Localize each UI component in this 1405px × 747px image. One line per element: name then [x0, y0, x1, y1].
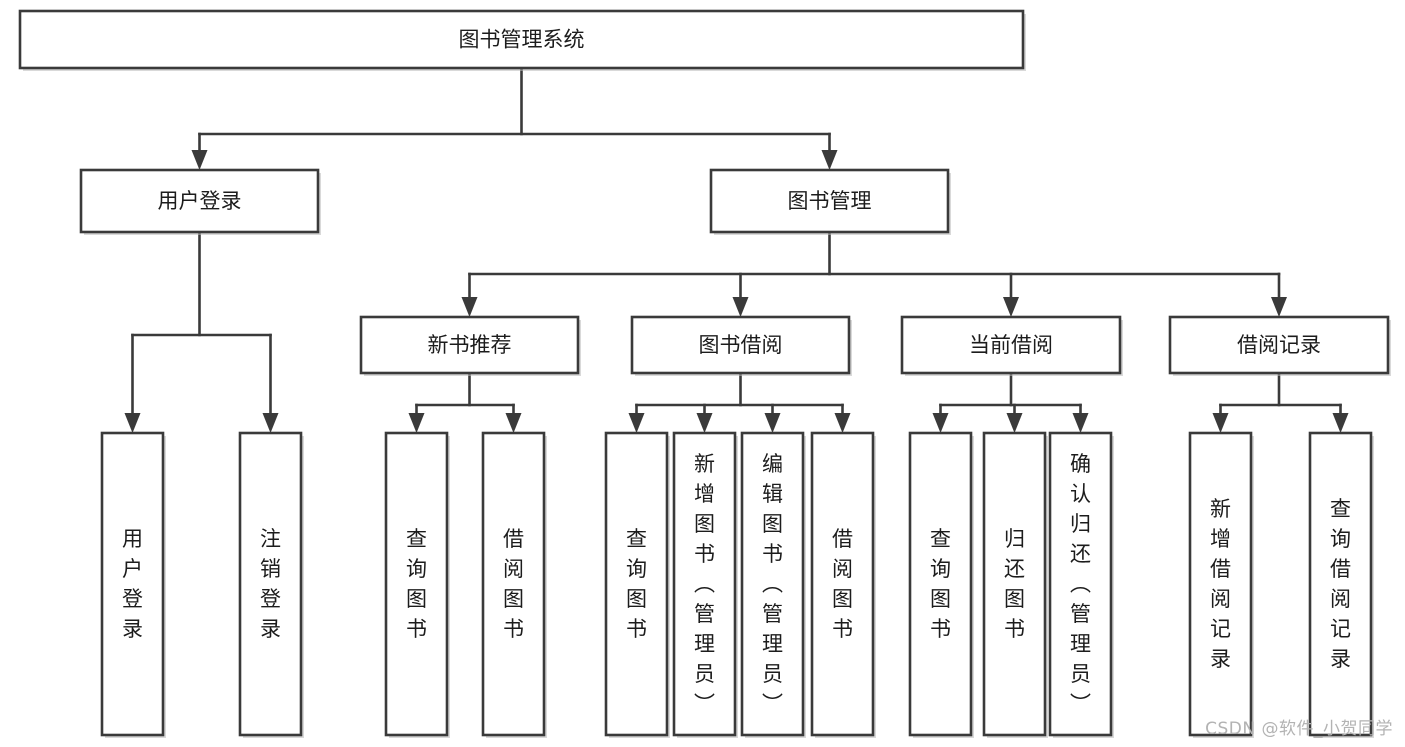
node-leaf-logout-login[interactable] [238, 431, 303, 737]
arrow-head-icon-book-manage-2 [1003, 297, 1019, 317]
node-book-borrow-label: 图书借阅 [699, 333, 783, 357]
arrow-head-icon-current-borrow-0 [932, 413, 949, 433]
arrow-head-icon-book-borrow-1 [696, 413, 713, 433]
node-leaf-query-book-2-label: 查询图书 [626, 527, 647, 641]
node-root-system[interactable] [18, 9, 1025, 70]
node-leaf-query-record-label: 查询借阅记录 [1330, 497, 1351, 671]
node-leaf-user-login-label: 用户登录 [122, 527, 143, 641]
node-leaf-query-book-1[interactable] [384, 431, 449, 737]
arrow-head-icon-root-1 [821, 150, 838, 170]
node-leaf-query-book-2[interactable] [604, 431, 669, 737]
arrow-head-icon-new-book-recommend-1 [505, 413, 522, 433]
arrow-head-icon-book-manage-3 [1271, 297, 1287, 317]
arrow-head-icon-borrow-record-0 [1212, 413, 1229, 433]
node-leaf-add-book[interactable] [672, 431, 737, 737]
arrow-head-icon-current-borrow-2 [1072, 413, 1089, 433]
node-root-system-label: 图书管理系统 [459, 28, 585, 52]
connector-layer [124, 66, 1349, 433]
node-leaf-borrow-book-2[interactable] [810, 431, 875, 737]
node-book-manage-label: 图书管理 [788, 189, 872, 213]
watermark-label: CSDN @软件_小贺同学 [1205, 719, 1393, 739]
node-leaf-add-record[interactable] [1188, 431, 1253, 737]
arrow-head-icon-book-manage-1 [732, 297, 749, 317]
arrow-head-icon-root-0 [191, 150, 208, 170]
arrow-head-icon-book-borrow-0 [628, 413, 645, 433]
node-leaf-edit-book-label: 编辑图书︵管理员︶ [762, 452, 783, 716]
node-leaf-return-book-label: 归还图书 [1004, 527, 1025, 641]
node-leaf-user-login[interactable] [100, 431, 165, 737]
arrow-head-icon-book-borrow-3 [834, 413, 851, 433]
node-current-borrow-label: 当前借阅 [969, 333, 1053, 357]
node-new-book-recommend-label: 新书推荐 [428, 333, 512, 357]
node-leaf-borrow-book-2-label: 借阅图书 [832, 527, 853, 641]
node-leaf-query-record[interactable] [1308, 431, 1373, 737]
node-leaf-return-book[interactable] [982, 431, 1047, 737]
node-borrow-record[interactable] [1168, 315, 1390, 375]
node-current-borrow[interactable] [900, 315, 1122, 375]
node-leaf-confirm-return[interactable] [1048, 431, 1113, 737]
node-book-borrow[interactable] [630, 315, 851, 375]
node-leaf-logout-login-label: 注销登录 [260, 527, 281, 641]
node-leaf-add-record-label: 新增借阅记录 [1210, 497, 1231, 671]
arrow-head-icon-user-login-0 [124, 413, 141, 433]
node-leaf-query-book-3[interactable] [908, 431, 973, 737]
node-leaf-add-book-label: 新增图书︵管理员︶ [694, 452, 715, 716]
node-user-login-label: 用户登录 [158, 189, 242, 213]
arrow-head-icon-user-login-1 [262, 413, 279, 433]
node-leaf-borrow-book-1-label: 借阅图书 [503, 527, 524, 641]
arrow-head-icon-new-book-recommend-0 [408, 413, 425, 433]
node-user-login[interactable] [79, 168, 320, 234]
arrow-head-icon-current-borrow-1 [1006, 413, 1023, 433]
arrow-head-icon-book-borrow-2 [764, 413, 781, 433]
node-leaf-query-book-1-label: 查询图书 [406, 527, 427, 641]
arrow-head-icon-borrow-record-1 [1332, 413, 1349, 433]
node-book-manage[interactable] [709, 168, 950, 234]
node-new-book-recommend[interactable] [359, 315, 580, 375]
node-leaf-edit-book[interactable] [740, 431, 805, 737]
node-borrow-record-label: 借阅记录 [1237, 333, 1321, 357]
node-leaf-confirm-return-label: 确认归还︵管理员︶ [1070, 452, 1091, 716]
node-layer: 图书管理系统用户登录图书管理新书推荐图书借阅当前借阅借阅记录用户登录注销登录查询… [18, 9, 1391, 738]
arrow-head-icon-book-manage-0 [461, 297, 478, 317]
node-leaf-borrow-book-1[interactable] [481, 431, 546, 737]
node-leaf-query-book-3-label: 查询图书 [930, 527, 951, 641]
